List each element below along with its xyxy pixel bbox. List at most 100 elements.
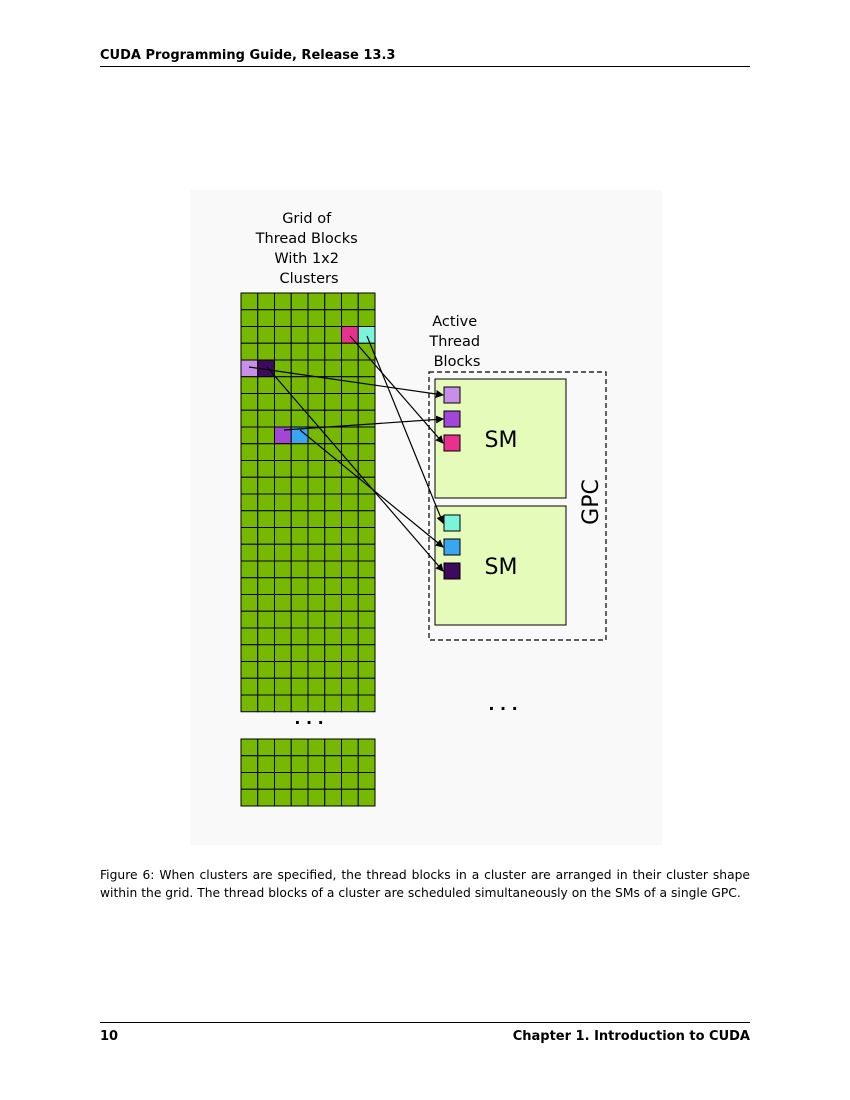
gpc-ellipsis: . . . — [488, 695, 517, 714]
thread-block — [290, 342, 309, 361]
thread-block — [274, 393, 292, 411]
thread-block — [307, 577, 326, 595]
thread-block — [341, 443, 359, 461]
thread-block — [357, 460, 376, 478]
thread-block — [324, 342, 342, 361]
thread-block — [341, 426, 359, 445]
thread-block — [307, 560, 326, 579]
thread-block — [290, 788, 309, 807]
thread-block — [274, 292, 292, 311]
thread-block — [257, 292, 275, 311]
thread-block — [307, 738, 326, 757]
thread-block — [307, 661, 326, 679]
thread-block — [324, 359, 342, 378]
thread-block — [240, 788, 259, 807]
thread-block — [324, 694, 342, 713]
sm-2-label: SM — [485, 555, 518, 580]
thread-block — [324, 309, 342, 327]
arrow-blue — [299, 429, 444, 548]
thread-block — [257, 460, 275, 478]
thread-block — [357, 443, 376, 461]
thread-block — [324, 772, 342, 790]
thread-block-grid — [240, 292, 376, 713]
thread-block — [290, 493, 309, 512]
chapter-title: Chapter 1. Introduction to CUDA — [512, 1029, 750, 1044]
thread-block — [290, 644, 309, 662]
thread-block — [290, 510, 309, 528]
grid-title: Grid of Thread Blocks With 1x2 Clusters — [255, 211, 363, 287]
thread-block — [257, 772, 275, 790]
thread-block — [257, 476, 275, 495]
thread-block — [357, 309, 376, 327]
thread-block — [274, 342, 292, 361]
thread-block — [290, 560, 309, 579]
thread-block — [307, 476, 326, 495]
sm-1-label: SM — [485, 428, 518, 453]
thread-block — [307, 309, 326, 327]
thread-block — [257, 677, 275, 696]
thread-block — [257, 527, 275, 545]
thread-block — [257, 560, 275, 579]
thread-block — [274, 359, 292, 378]
thread-block — [324, 677, 342, 696]
thread-block — [240, 738, 259, 757]
thread-block — [290, 460, 309, 478]
thread-block — [324, 326, 342, 344]
thread-block — [357, 677, 376, 696]
thread-block — [240, 493, 259, 512]
thread-block — [307, 677, 326, 696]
thread-block — [357, 393, 376, 411]
thread-block — [357, 738, 376, 757]
thread-block — [240, 476, 259, 495]
thread-block — [257, 788, 275, 807]
thread-block — [357, 644, 376, 662]
thread-block — [240, 594, 259, 612]
header-rule — [100, 66, 750, 67]
thread-block — [257, 543, 275, 562]
thread-block — [357, 342, 376, 361]
thread-block — [324, 393, 342, 411]
thread-block — [257, 326, 275, 344]
thread-block — [341, 376, 359, 394]
thread-block — [324, 788, 342, 807]
thread-block — [324, 543, 342, 562]
thread-block — [240, 393, 259, 411]
thread-block — [290, 738, 309, 757]
thread-block — [341, 527, 359, 545]
thread-block — [357, 560, 376, 579]
thread-block — [240, 560, 259, 579]
thread-block-grid-continuation — [240, 738, 376, 807]
thread-block — [257, 409, 275, 428]
arrow-aqua — [366, 335, 445, 524]
thread-block — [240, 627, 259, 646]
thread-block — [357, 292, 376, 311]
thread-block — [240, 460, 259, 478]
thread-block — [341, 342, 359, 361]
thread-block — [257, 755, 275, 773]
arrow-purple — [283, 415, 444, 431]
thread-block — [274, 409, 292, 428]
thread-block — [274, 738, 292, 757]
thread-block — [324, 292, 342, 311]
thread-block — [341, 560, 359, 579]
thread-block — [290, 543, 309, 562]
thread-block — [257, 627, 275, 646]
thread-block — [341, 326, 359, 344]
thread-block — [357, 326, 376, 344]
thread-block — [307, 772, 326, 790]
thread-block — [341, 577, 359, 595]
thread-block — [357, 788, 376, 807]
thread-block — [324, 493, 342, 512]
thread-block — [341, 309, 359, 327]
thread-block — [274, 677, 292, 696]
thread-block — [341, 393, 359, 411]
thread-block — [307, 493, 326, 512]
arrow-magenta — [349, 335, 444, 444]
thread-block — [274, 326, 292, 344]
thread-block — [341, 476, 359, 495]
thread-block — [240, 309, 259, 327]
thread-block — [257, 510, 275, 528]
active-block-magenta — [443, 434, 461, 452]
thread-block — [357, 610, 376, 629]
thread-block — [324, 577, 342, 595]
